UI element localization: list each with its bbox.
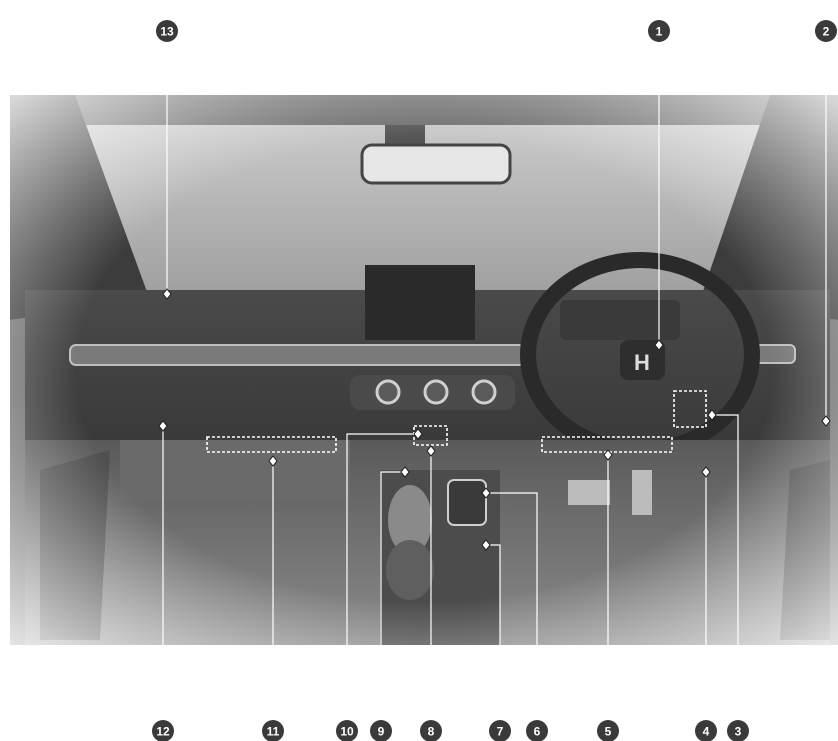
svg-text:7: 7 xyxy=(497,725,504,739)
svg-text:12: 12 xyxy=(156,725,170,739)
svg-text:4: 4 xyxy=(703,725,710,739)
leader-lines xyxy=(162,42,827,722)
callout-1: 1 xyxy=(648,20,670,42)
leader-markers xyxy=(158,288,831,551)
callout-11: 11 xyxy=(262,720,284,741)
callout-10: 10 xyxy=(336,720,358,741)
svg-text:13: 13 xyxy=(160,25,174,39)
callout-12: 12 xyxy=(152,720,174,741)
callout-6: 6 xyxy=(526,720,548,741)
svg-text:10: 10 xyxy=(340,725,354,739)
svg-text:6: 6 xyxy=(534,725,541,739)
callout-5: 5 xyxy=(597,720,619,741)
svg-text:8: 8 xyxy=(428,725,435,739)
callout-3: 3 xyxy=(727,720,749,741)
svg-text:11: 11 xyxy=(267,725,280,739)
svg-text:9: 9 xyxy=(378,725,385,739)
callout-9: 9 xyxy=(370,720,392,741)
callout-8: 8 xyxy=(420,720,442,741)
callout-7: 7 xyxy=(489,720,511,741)
cabin-photo: H xyxy=(10,95,838,645)
callout-13: 13 xyxy=(156,20,178,42)
svg-text:5: 5 xyxy=(605,725,612,739)
zone-center-switch xyxy=(413,425,448,446)
svg-text:2: 2 xyxy=(823,25,830,39)
zone-wheel-switch xyxy=(673,390,707,428)
svg-text:1: 1 xyxy=(656,25,663,39)
callout-2: 2 xyxy=(815,20,837,42)
callout-4: 4 xyxy=(695,720,717,741)
svg-text:3: 3 xyxy=(735,725,742,739)
zone-passenger-dash xyxy=(206,436,337,453)
